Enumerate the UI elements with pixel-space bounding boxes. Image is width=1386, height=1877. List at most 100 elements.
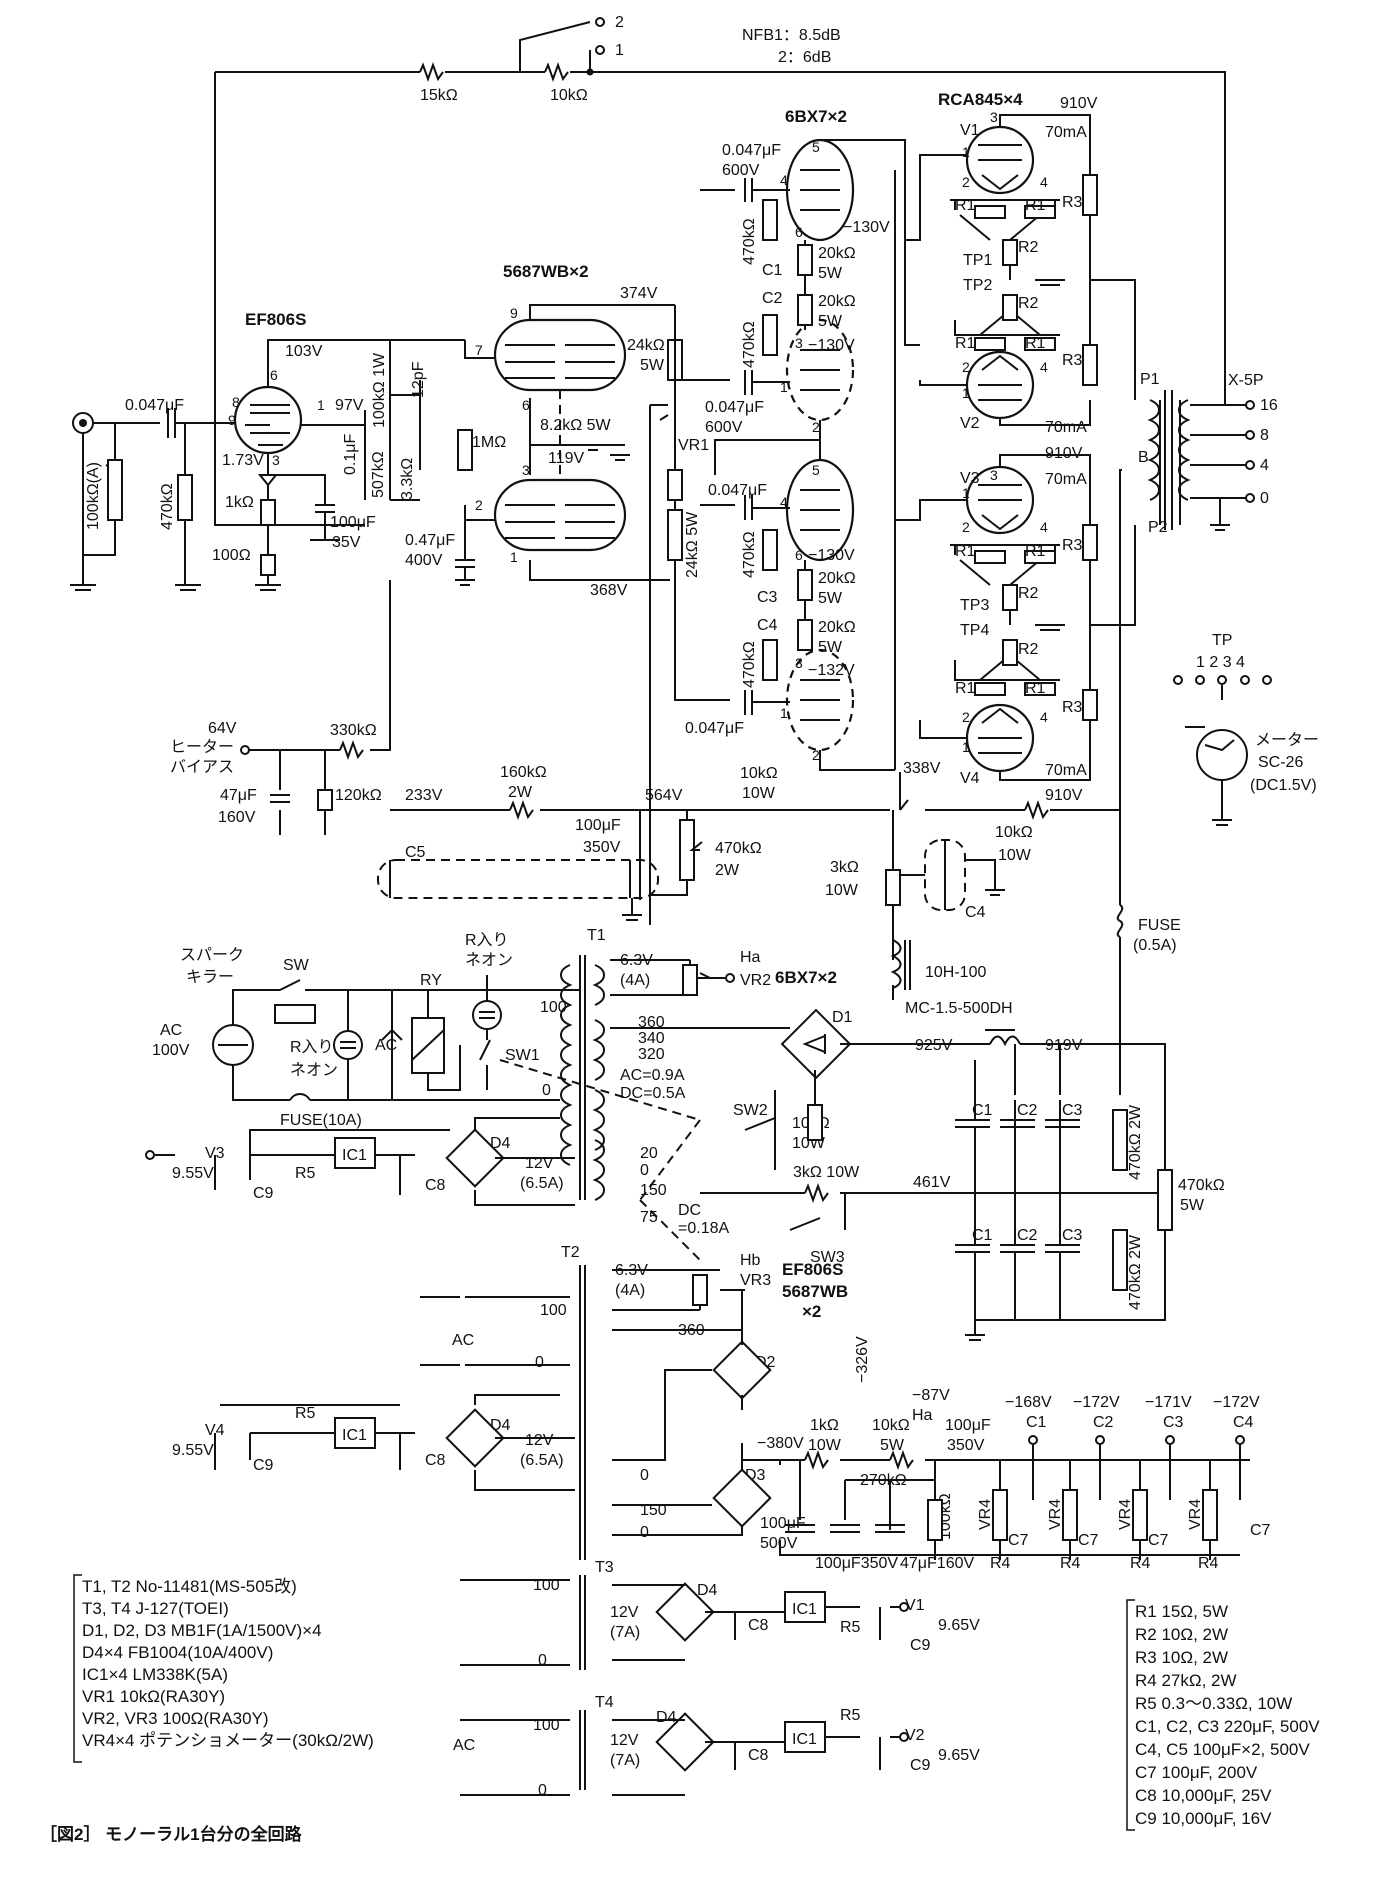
acdc2: DC=0.5A [620,1085,686,1102]
c047-lo1-label: 0.047μF [708,482,767,499]
heater-bias-2: バイアス [170,759,234,776]
v119-label: 119V [548,450,585,467]
v400-label: 400V [405,552,443,569]
c7-c: C7 [1148,1532,1169,1549]
r5-d: R5 [840,1707,861,1724]
c100u350-label: 100μF [575,817,621,834]
parts-right-7: C7 100μF, 200V [1135,1763,1258,1782]
c3-tp-label: C3 [757,589,778,606]
w5-b3: 5W [818,590,843,607]
svg-text:4: 4 [1040,359,1048,375]
parts-left-5: VR1 10kΩ(RA30Y) [82,1687,225,1706]
v12-d: 12V [610,1732,639,1749]
vm172a-label: −172V [1073,1394,1120,1411]
vm130b-label: −130V [808,337,855,354]
c12p-label: 12pF [410,361,427,398]
v600a-label: 600V [722,162,760,179]
r4-b: R4 [1060,1555,1081,1572]
figure-caption: ［図2］ モノーラル1台分の全回路 [40,1824,303,1844]
parts-right-9: C9 10,000μF, 16V [1135,1809,1272,1828]
t1-340: 340 [638,1030,665,1047]
c3-f2: C3 [1062,1227,1083,1244]
d4-c: D4 [697,1582,718,1599]
v326-label: −326V [854,1336,871,1383]
svg-text:1: 1 [962,144,970,160]
svg-text:3: 3 [522,462,530,478]
c9-c: C9 [910,1637,931,1654]
c047-lo2-label: 0.047μF [685,720,744,737]
parts-list-right: R1 15Ω, 5W R2 10Ω, 2W R3 10Ω, 2W R4 27kΩ… [1126,1599,1320,1831]
parts-left-6: VR2, VR3 100Ω(RA30Y) [82,1709,269,1728]
r100-label: 100Ω [212,547,251,564]
parts-left-4: IC1×4 LM338K(5A) [82,1665,228,1684]
v368-label: 368V [590,582,628,599]
ac100b: 100V [152,1042,190,1059]
tp-numbers: 1 2 3 4 [1196,654,1245,671]
svg-text:3: 3 [795,335,803,351]
v338-label: 338V [903,760,941,777]
v173-label: 1.73V [222,452,264,469]
t2-0: 0 [535,1354,544,1371]
out4: 4 [1260,457,1269,474]
neon2b: ネオン [290,1061,338,1079]
r1-c: R1 [955,335,976,352]
svg-text:9: 9 [510,305,518,321]
parts-right-2: R3 10Ω, 2W [1135,1648,1228,1667]
vr4-d: VR4 [1187,1499,1204,1530]
v4out-label: V4 [205,1422,225,1439]
r4-a: R4 [990,1555,1011,1572]
r470k2w-label: 470kΩ [715,840,762,857]
v374-label: 374V [620,285,658,302]
svg-text:4: 4 [1040,709,1048,725]
svg-text:4: 4 [1040,519,1048,535]
ma70c-label: 70mA [1045,471,1087,488]
r120k-label: 120kΩ [335,787,382,804]
r100k1w-label: 100kΩ 1W [371,352,388,428]
t1-320: 320 [638,1046,665,1063]
sw1-label: SW1 [505,1047,540,1064]
svg-text:7: 7 [475,342,483,358]
t2-0c: 0 [640,1524,649,1541]
r10k5w-label: 10kΩ [872,1417,910,1434]
r3-c: R3 [1062,537,1083,554]
r1m-label: 1MΩ [472,434,506,451]
v350-label: 350V [583,839,621,856]
c4-tp-label: C4 [757,617,778,634]
v87-label: −87V [912,1387,950,1404]
sw-pos2-label: 2 [615,14,624,31]
w5-b1: 5W [818,265,843,282]
parts-left-1: T3, T4 J-127(TOEI) [82,1599,229,1618]
5687-upper-tube [493,318,627,392]
t1-0b: 0 [640,1162,649,1179]
fuse05v-label: (0.5A) [1133,937,1177,954]
volume-label: 100kΩ(A) [85,462,102,530]
v461-label: 461V [913,1174,951,1191]
p2-label: P2 [1148,519,1168,536]
r24k-a-label: 24kΩ [627,337,665,354]
5687-heater: 5687WB [782,1282,848,1301]
c1-f1: C1 [972,1102,993,1119]
r1k10w-label: 1kΩ [810,1417,839,1434]
t2-label: T2 [561,1244,580,1261]
sw3-label: SW3 [810,1249,845,1266]
r5-b: R5 [295,1405,316,1422]
tp1-label: TP1 [963,252,992,269]
parts-right-6: C4, C5 100μF×2, 500V [1135,1740,1310,1759]
svg-text:2: 2 [475,497,483,513]
ef806s-name: EF806S [245,310,306,329]
input-stage: 100kΩ(A) 470kΩ 0.047μF EF806S 103V 97V 1… [70,310,465,591]
r3-b: R3 [1062,352,1083,369]
svg-text:6: 6 [795,224,803,240]
r3-d: R3 [1062,699,1083,716]
6bx7-name: 6BX7×2 [785,107,847,126]
r5-c: R5 [840,1619,861,1636]
bias-supply: 64V ヒーター バイアス 330kΩ 47μF 160V 120kΩ 233V… [170,580,1181,1060]
out0: 0 [1260,490,1269,507]
c7-a: C7 [1008,1532,1029,1549]
b-label: B [1138,449,1149,466]
c5-label: C5 [405,844,426,861]
ry-label: RY [420,972,442,989]
parts-right-1: R2 10Ω, 2W [1135,1625,1228,1644]
